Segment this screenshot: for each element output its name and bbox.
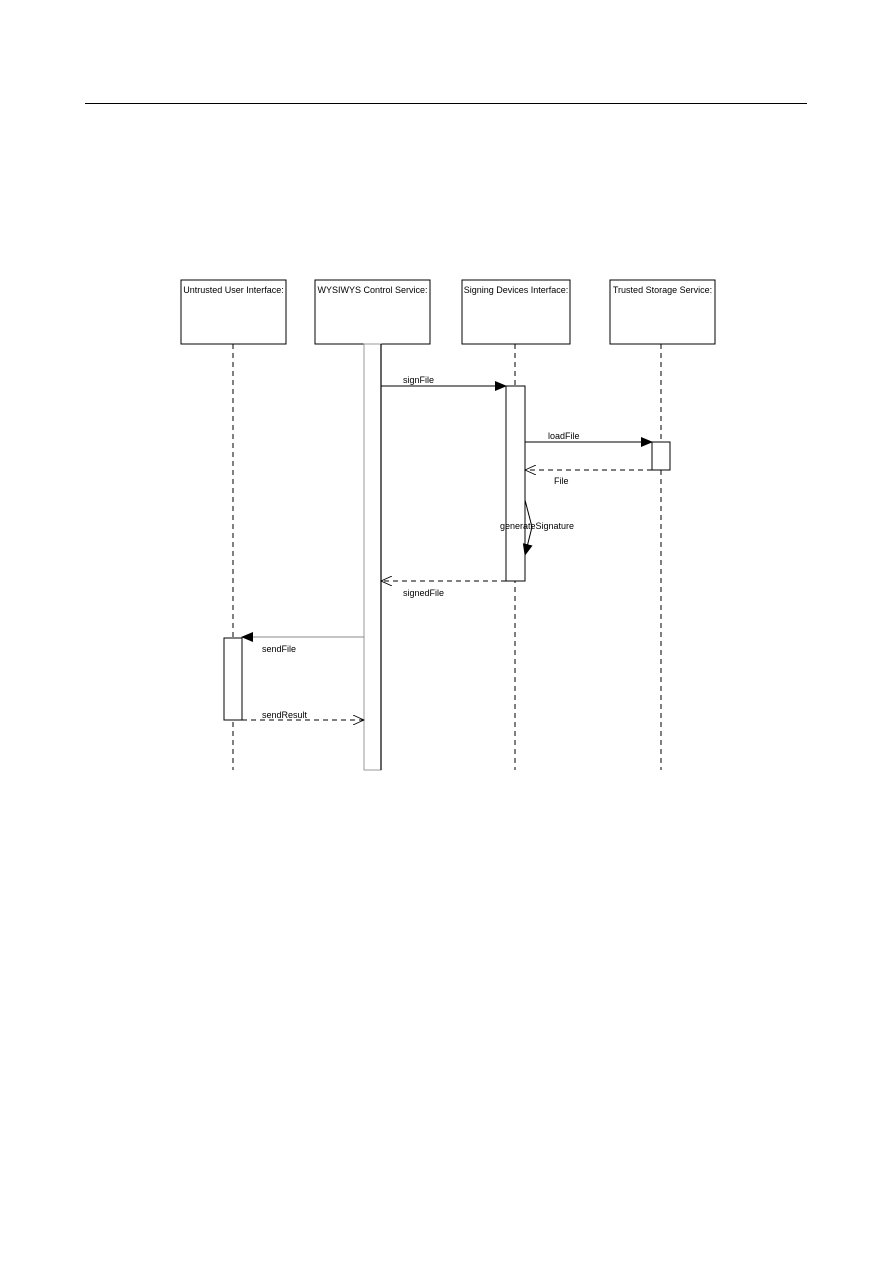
header-rule bbox=[85, 103, 807, 104]
message-loadfile: loadFile bbox=[525, 431, 653, 447]
lifeline-ui-label: Untrusted User Interface: bbox=[183, 285, 284, 295]
message-signfile-label: signFile bbox=[403, 375, 434, 385]
lifeline-sdi: Signing Devices Interface: bbox=[461, 279, 571, 770]
message-file-label: File bbox=[554, 476, 569, 486]
activation-ui bbox=[223, 637, 243, 721]
message-generatesignature-self: generateSignature bbox=[500, 499, 574, 556]
activation-sdi bbox=[505, 385, 526, 582]
activation-tss bbox=[651, 441, 671, 471]
lifeline-tss: Trusted Storage Service: bbox=[609, 279, 716, 770]
message-file-return: File bbox=[525, 470, 652, 486]
message-generatesignature-label: generateSignature bbox=[500, 521, 574, 531]
activation-wysiwys bbox=[363, 343, 382, 771]
lifeline-wysiwys-label: WYSIWYS Control Service: bbox=[317, 285, 427, 295]
message-signfile: signFile bbox=[381, 375, 507, 391]
message-sendfile: sendFile bbox=[241, 632, 364, 654]
message-signedfile-label: signedFile bbox=[403, 588, 444, 598]
message-sendfile-label: sendFile bbox=[262, 644, 296, 654]
lifeline-sdi-label: Signing Devices Interface: bbox=[464, 285, 569, 295]
message-signedfile-return: signedFile bbox=[381, 581, 506, 598]
message-loadfile-label: loadFile bbox=[548, 431, 580, 441]
lifeline-tss-label: Trusted Storage Service: bbox=[613, 285, 712, 295]
message-sendresult-label: sendResult bbox=[262, 710, 308, 720]
message-sendresult-return: sendResult bbox=[242, 710, 364, 720]
